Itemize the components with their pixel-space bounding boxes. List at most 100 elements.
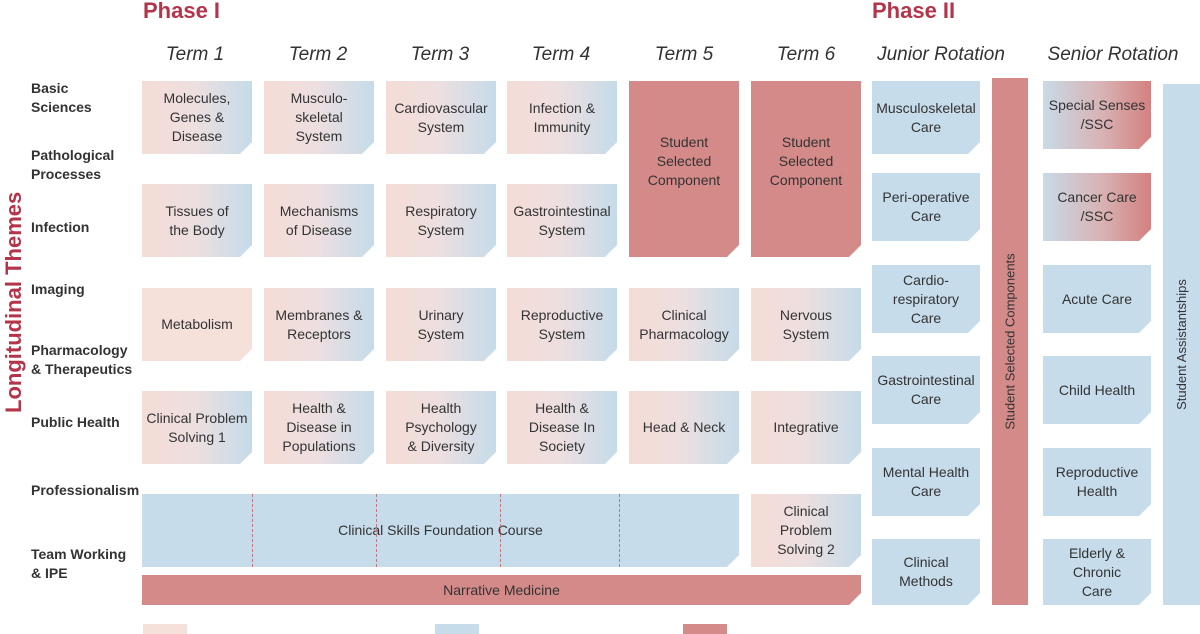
block-infection-immunity[interactable]: Infection & Immunity [507,81,617,154]
junior-cardiorespiratory-care[interactable]: Cardio- respiratory Care [872,265,980,333]
theme-infection: Infection [31,219,90,235]
block-label: Special Senses /SSC [1048,97,1146,132]
block-label: Nervous System [779,306,833,342]
block-label: Clinical Problem Solving 1 [146,409,248,445]
senior-elderly-chronic-care[interactable]: Elderly & Chronic Care [1043,539,1151,605]
column-term-1: Term 1 [165,44,225,65]
phase-1-heading: Phase I [143,0,221,23]
block-membranes-receptors[interactable]: Membranes & Receptors [264,288,374,361]
block-integrative[interactable]: Integrative [751,391,861,464]
block-label: Tissues of the Body [165,202,229,238]
term-divider [252,494,253,567]
block-respiratory-system[interactable]: Respiratory System [386,184,496,257]
block-urinary-system[interactable]: Urinary System [386,288,496,361]
block-label: Peri-operative Care [882,189,970,224]
block-nervous-system[interactable]: Nervous System [751,288,861,361]
phase-2-heading: Phase II [872,0,956,23]
block-label: Infection & Immunity [528,99,596,135]
block-label: Child Health [1058,381,1136,398]
theme-pharmacology: Pharmacology & Therapeutics [31,342,133,377]
junior-musculoskeletal-care[interactable]: Musculoskeletal Care [872,81,980,154]
block-label: Membranes & Receptors [275,306,363,342]
column-term-2: Term 2 [288,44,348,65]
junior-gastrointestinal-care[interactable]: Gastrointestinal Care [872,356,980,424]
block-musculoskeletal-system[interactable]: Musculo- skeletal System [264,81,374,154]
block-label: Mental Health Care [882,464,970,499]
term-divider [500,494,501,567]
senior-cancer-care-ssc[interactable]: Cancer Care /SSC [1043,173,1151,241]
block-label: Musculoskeletal Care [876,99,976,135]
block-label: Health & Disease in Populations [282,400,356,454]
block-label: Respiratory System [405,202,477,238]
block-clinical-skills-foundation-course[interactable]: Clinical Skills Foundation Course [142,494,739,567]
column-term-5: Term 5 [654,44,714,65]
block-metabolism[interactable]: Metabolism [142,288,252,361]
block-health-disease-populations[interactable]: Health & Disease in Populations [264,391,374,464]
column-junior-rotation: Junior Rotation [877,44,1005,65]
legend-swatch-pink [143,624,187,634]
block-clinical-problem-solving-2[interactable]: Clinical Problem Solving 2 [751,494,861,567]
block-label: Student Selected Component [769,134,843,188]
block-mechanisms-of-disease[interactable]: Mechanisms of Disease [264,184,374,257]
legend-swatch-blue [435,624,479,634]
column-term-4: Term 4 [531,44,591,65]
block-gastrointestinal-system[interactable]: Gastrointestinal System [507,184,617,257]
theme-team-working: Team Working & IPE [31,546,127,581]
block-label: Integrative [773,419,839,435]
senior-student-assistantships[interactable]: Student Assistantships [1163,84,1200,605]
block-tissues-of-the-body[interactable]: Tissues of the Body [142,184,252,257]
junior-mental-health-care[interactable]: Mental Health Care [872,448,980,516]
theme-public-health: Public Health [31,414,120,430]
block-student-selected-component-term6[interactable]: Student Selected Component [751,81,861,257]
junior-peri-operative-care[interactable]: Peri-operative Care [872,173,980,241]
senior-child-health[interactable]: Child Health [1043,356,1151,424]
term-divider [376,494,377,567]
senior-reproductive-health[interactable]: Reproductive Health [1043,448,1151,516]
column-term-6: Term 6 [776,44,836,65]
longitudinal-themes-title: Longitudinal Themes [1,191,26,413]
senior-acute-care[interactable]: Acute Care [1043,265,1151,333]
block-clinical-pharmacology[interactable]: Clinical Pharmacology [629,288,739,361]
junior-clinical-methods[interactable]: Clinical Methods [872,539,980,605]
block-label: Cancer Care /SSC [1057,189,1137,224]
block-label: Student Assistantships [1174,279,1189,410]
block-label: Student Selected Component [647,134,721,188]
block-label: Student Selected Components [1002,253,1018,430]
block-label: Reproductive Health [1055,464,1139,499]
block-label: Reproductive System [520,306,604,342]
block-clinical-problem-solving-1[interactable]: Clinical Problem Solving 1 [142,391,252,464]
block-reproductive-system[interactable]: Reproductive System [507,288,617,361]
block-label: Gastrointestinal System [513,202,611,238]
block-label: Cardio- respiratory Care [892,271,960,326]
block-health-psychology-diversity[interactable]: Health Psychology & Diversity [386,391,496,464]
block-label: Cardiovascular System [394,99,488,135]
term-divider [619,494,620,567]
block-cardiovascular-system[interactable]: Cardiovascular System [386,81,496,154]
theme-pathological-processes: Pathological Processes [31,147,115,182]
block-label: Urinary System [417,306,465,342]
block-label: Head & Neck [642,419,726,435]
block-molecules-genes-disease[interactable]: Molecules, Genes & Disease [142,81,252,154]
block-label: Clinical Methods [899,554,953,589]
block-health-disease-society[interactable]: Health & Disease In Society [507,391,617,464]
block-label: Gastrointestinal Care [877,372,975,407]
block-label: Health Psychology & Diversity [405,400,477,454]
block-head-neck[interactable]: Head & Neck [629,391,739,464]
block-label: Molecules, Genes & Disease [163,90,231,144]
theme-professionalism: Professionalism [31,482,140,498]
block-label: Narrative Medicine [443,581,560,598]
senior-special-senses-ssc[interactable]: Special Senses /SSC [1043,81,1151,149]
block-label: Clinical Pharmacology [639,306,729,342]
block-label: Clinical Problem Solving 2 [777,503,835,557]
block-label: Metabolism [161,316,233,332]
block-narrative-medicine[interactable]: Narrative Medicine [142,575,861,605]
junior-student-selected-components[interactable]: Student Selected Components [992,78,1028,605]
column-term-3: Term 3 [410,44,470,65]
block-label: Elderly & Chronic Care [1068,544,1126,599]
theme-basic-sciences: Basic Sciences [31,80,92,115]
block-label: Health & Disease In Society [528,400,596,454]
block-student-selected-component-term5[interactable]: Student Selected Component [629,81,739,257]
column-senior-rotation: Senior Rotation [1047,44,1179,65]
theme-imaging: Imaging [31,281,85,297]
block-label: Acute Care [1061,290,1133,307]
